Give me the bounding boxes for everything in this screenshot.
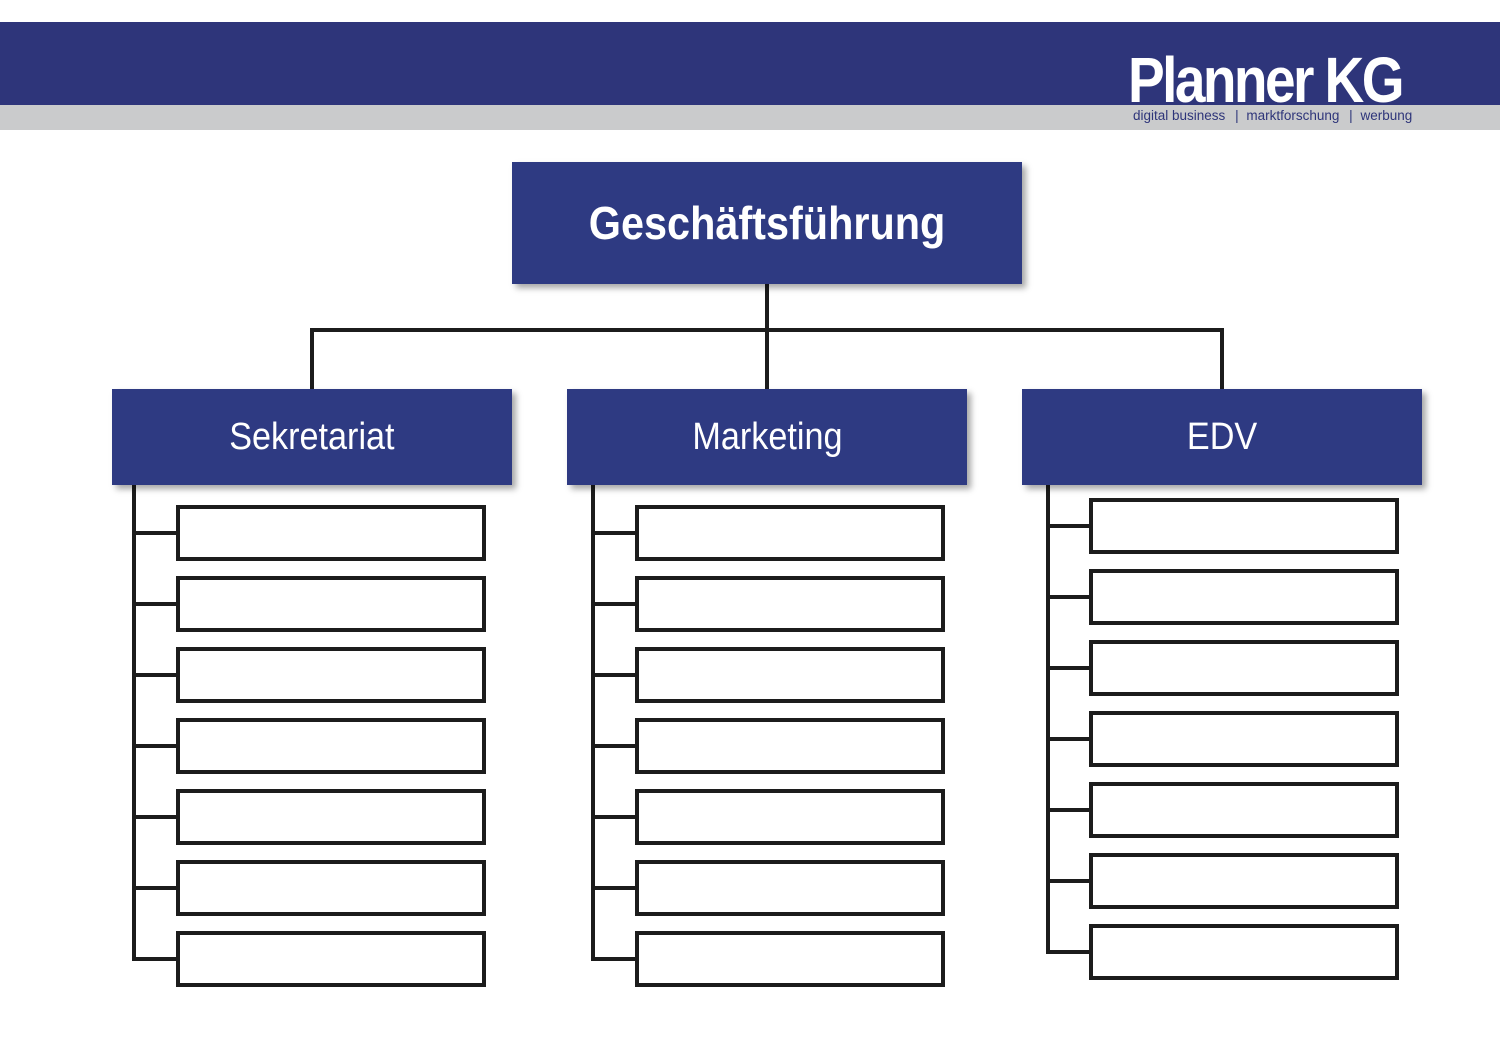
department-label: Sekretariat <box>229 415 395 458</box>
root-node-label: Geschäftsführung <box>588 197 946 249</box>
header-stripe <box>0 105 1500 130</box>
sub-unit-slot <box>1089 711 1399 767</box>
sub-unit-slot <box>1089 569 1399 625</box>
sub-unit-slot <box>176 576 486 632</box>
brand-logo: Planner KG <box>1128 44 1405 116</box>
department-box-edv: EDV <box>1022 389 1422 485</box>
sub-unit-slot <box>635 505 945 561</box>
department-label: EDV <box>1186 415 1258 458</box>
sub-unit-slot <box>176 789 486 845</box>
sub-unit-slot <box>635 576 945 632</box>
department-box-marketing: Marketing <box>567 389 967 485</box>
sub-unit-slot <box>635 931 945 987</box>
sub-unit-slot <box>176 860 486 916</box>
sub-unit-slot <box>176 931 486 987</box>
sub-unit-slot <box>635 789 945 845</box>
tagline-item: digital business <box>1133 108 1226 123</box>
tagline-separator: | <box>1349 108 1353 123</box>
tagline-item: werbung <box>1360 108 1413 123</box>
tagline-separator: | <box>1235 108 1239 123</box>
sub-unit-slot <box>1089 924 1399 980</box>
root-node-box: Geschäftsführung <box>512 162 1022 284</box>
sub-unit-slot <box>1089 853 1399 909</box>
header-banner <box>0 22 1500 105</box>
sub-unit-slot <box>1089 498 1399 554</box>
sub-unit-slot <box>635 647 945 703</box>
department-box-sekretariat: Sekretariat <box>112 389 512 485</box>
department-label: Marketing <box>691 415 843 458</box>
brand-tagline: digital business | marktforschung | werb… <box>1133 107 1412 124</box>
sub-unit-slot <box>176 505 486 561</box>
sub-unit-slot <box>635 860 945 916</box>
sub-unit-slot <box>635 718 945 774</box>
tagline-item: marktforschung <box>1246 108 1340 123</box>
sub-unit-slot <box>176 647 486 703</box>
sub-unit-slot <box>1089 640 1399 696</box>
sub-unit-slot <box>1089 782 1399 838</box>
sub-unit-slot <box>176 718 486 774</box>
